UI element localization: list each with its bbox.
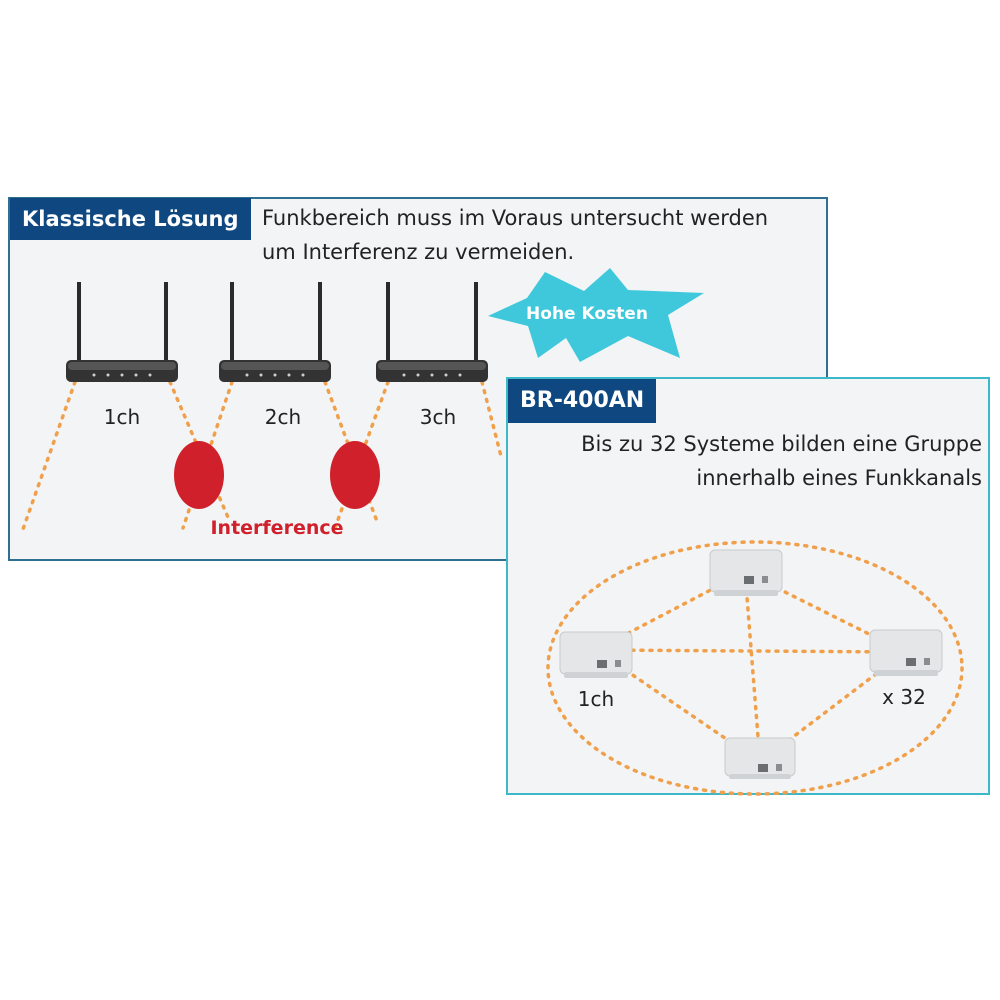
access-point-icon xyxy=(709,549,783,596)
interference-label: Interference xyxy=(210,517,343,539)
br400an-channel-label: 1ch xyxy=(578,687,614,711)
classic-channel-label-2: 2ch xyxy=(265,405,301,429)
mesh-links xyxy=(594,570,907,764)
br400an-description-line1: Bis zu 32 Systeme bilden eine Gruppe xyxy=(581,432,982,456)
br400an-description-line2: innerhalb eines Funkkanals xyxy=(696,466,982,490)
classic-channel-label-3: 3ch xyxy=(420,405,456,429)
interference-zone-2 xyxy=(330,441,380,509)
br400an-count-label: x 32 xyxy=(882,685,926,709)
router-icon xyxy=(376,282,488,382)
br400an-title: BR-400AN xyxy=(508,379,657,423)
classic-solution-title: Klassische Lösung xyxy=(10,198,251,240)
high-cost-label: Hohe Kosten xyxy=(526,304,648,324)
classic-description-line1: Funkbereich muss im Voraus untersucht we… xyxy=(262,206,769,230)
access-point-icon xyxy=(869,629,943,676)
interference-zone-1 xyxy=(174,441,224,509)
access-point-icon xyxy=(724,737,796,779)
access-point-icon xyxy=(559,631,633,678)
cost-burst-shape xyxy=(488,268,704,362)
router-icon xyxy=(66,282,178,382)
classic-description-line2: um Interferenz zu vermeiden. xyxy=(262,240,575,264)
router-icon xyxy=(219,282,331,382)
classic-channel-label-1: 1ch xyxy=(104,405,140,429)
group-ellipse xyxy=(546,540,964,796)
